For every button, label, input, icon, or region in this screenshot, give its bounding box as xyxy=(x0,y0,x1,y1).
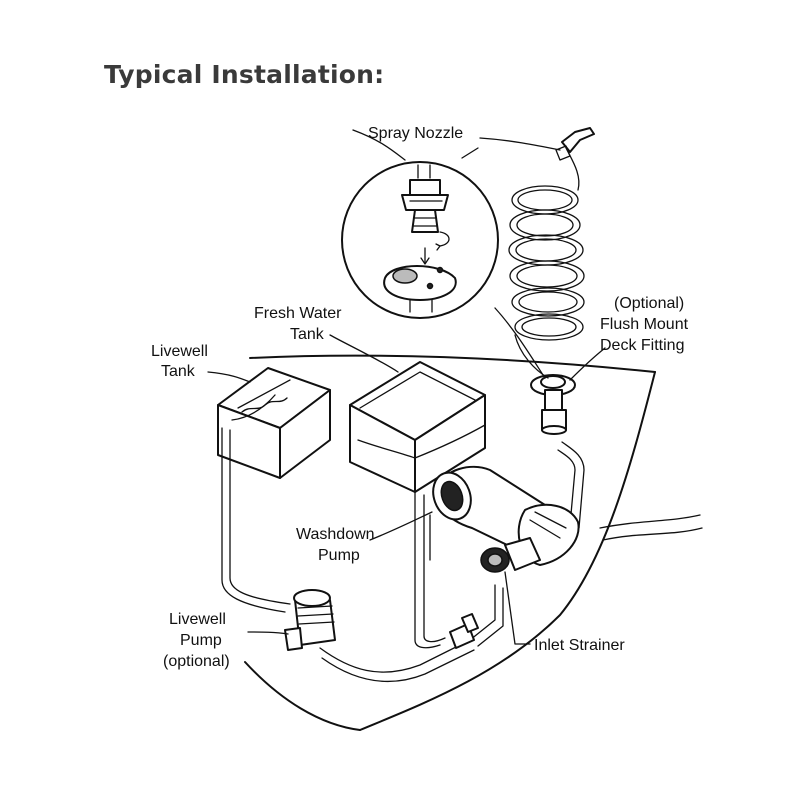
livewell-tank xyxy=(217,367,331,479)
livewell-tank-label-2: Tank xyxy=(161,363,196,380)
leader-lines xyxy=(207,129,606,645)
fresh-water-tank-label-2: Tank xyxy=(290,326,325,343)
spray-nozzle xyxy=(555,127,595,161)
flush-mount-label-3: Deck Fitting xyxy=(600,337,684,354)
detail-inset xyxy=(341,161,499,319)
coiled-hose xyxy=(508,147,585,379)
inlet-strainer-label: Inlet Strainer xyxy=(534,637,625,654)
boat-hull xyxy=(244,354,703,731)
livewell-pump-label-3: (optional) xyxy=(163,653,230,670)
spray-nozzle-label: Spray Nozzle xyxy=(368,125,463,142)
flush-mount-label-2: Flush Mount xyxy=(600,316,689,333)
tee-fitting xyxy=(449,613,479,649)
plumbing xyxy=(221,427,585,682)
fresh-water-tank xyxy=(349,361,486,493)
livewell-pump-label-2: Pump xyxy=(180,632,222,649)
livewell-pump xyxy=(284,589,336,651)
washdown-pump-label-1: Washdown xyxy=(296,526,375,543)
livewell-pump-label-1: Livewell xyxy=(169,611,226,628)
flush-mount-label-1: (Optional) xyxy=(614,295,684,312)
livewell-tank-label-1: Livewell xyxy=(151,343,208,360)
washdown-pump-label-2: Pump xyxy=(318,547,360,564)
deck-fitting xyxy=(530,374,576,435)
fresh-water-tank-label-1: Fresh Water xyxy=(254,305,342,322)
washdown-pump xyxy=(432,465,580,573)
page-title: Typical Installation: xyxy=(104,60,385,89)
